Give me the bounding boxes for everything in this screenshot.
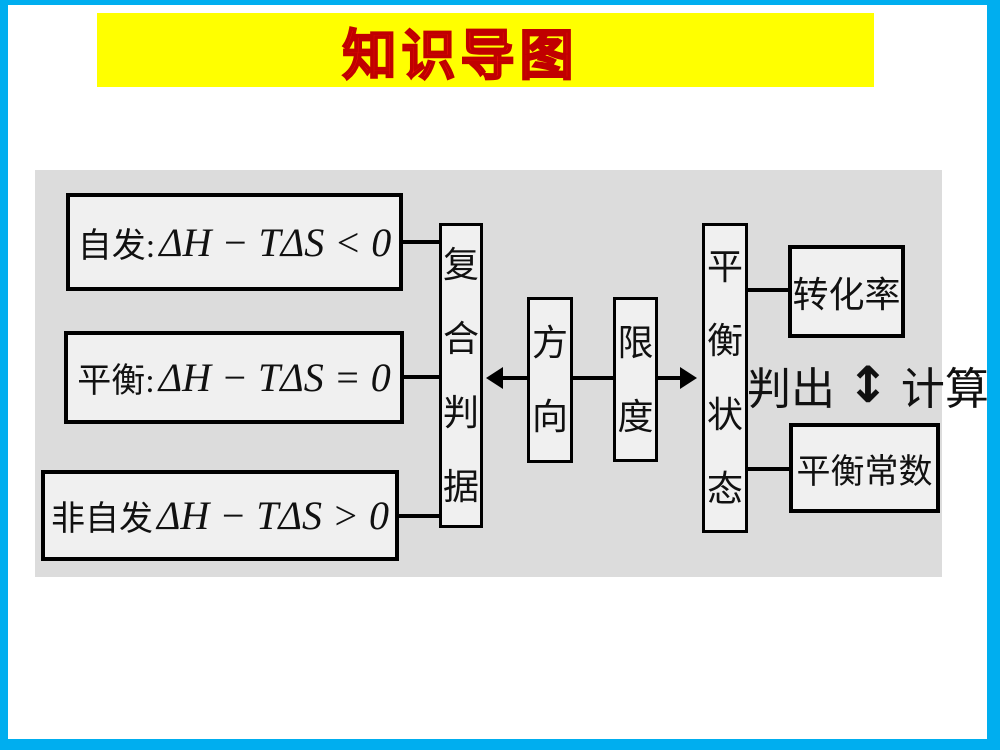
connector-line [501, 376, 527, 380]
title-banner: 知识导图 [97, 13, 874, 87]
nonspontaneous-formula: ΔH − TΔS > 0 [156, 493, 390, 538]
connector-line [748, 288, 788, 292]
updown-arrow-icon: ↕ [847, 356, 889, 414]
arrow-right-icon [680, 367, 697, 389]
connector-line [403, 240, 439, 244]
judge-calculate-row: 判出 ↕ 计算 [747, 350, 989, 420]
connector-line [404, 375, 439, 379]
diagram-panel: 自发: ΔH − TΔS < 0 平衡: ΔH − TΔS = 0 非自发 ΔH… [35, 170, 989, 577]
spontaneous-box: 自发: ΔH − TΔS < 0 [66, 193, 403, 291]
equilibrium-box: 平衡: ΔH − TΔS = 0 [64, 331, 404, 424]
nonspontaneous-label: 非自发 [50, 501, 153, 538]
connector-line [658, 376, 682, 380]
equilibrium-state-box: 平衡状态 [702, 223, 748, 533]
composite-criterion-label: 复合判据 [442, 244, 479, 507]
equilibrium-state-label: 平衡状态 [706, 247, 743, 509]
extent-box: 限度 [613, 297, 658, 462]
connector-line [573, 376, 613, 380]
equilibrium-label: 平衡: [77, 363, 155, 400]
equilibrium-formula: ΔH − TΔS = 0 [158, 355, 391, 400]
direction-box: 方向 [527, 297, 573, 463]
connector-line [399, 514, 439, 518]
nonspontaneous-box: 非自发 ΔH − TΔS > 0 [41, 470, 399, 561]
spontaneous-label: 自发: [77, 227, 156, 265]
page-title: 知识导图 [342, 25, 579, 87]
judge-label: 判出 [747, 365, 835, 414]
conversion-rate-box: 转化率 [788, 245, 905, 338]
composite-criterion-box: 复合判据 [439, 223, 483, 528]
equilibrium-constant-box: 平衡常数 [789, 423, 940, 513]
calculate-label: 计算 [900, 365, 989, 414]
connector-line [748, 467, 789, 471]
direction-label: 方向 [531, 323, 568, 437]
spontaneous-formula: ΔH − TΔS < 0 [159, 219, 392, 265]
equilibrium-constant-label: 平衡常数 [796, 453, 933, 491]
arrow-left-icon [486, 367, 503, 389]
extent-label: 限度 [617, 322, 654, 437]
conversion-rate-label: 转化率 [792, 274, 901, 315]
